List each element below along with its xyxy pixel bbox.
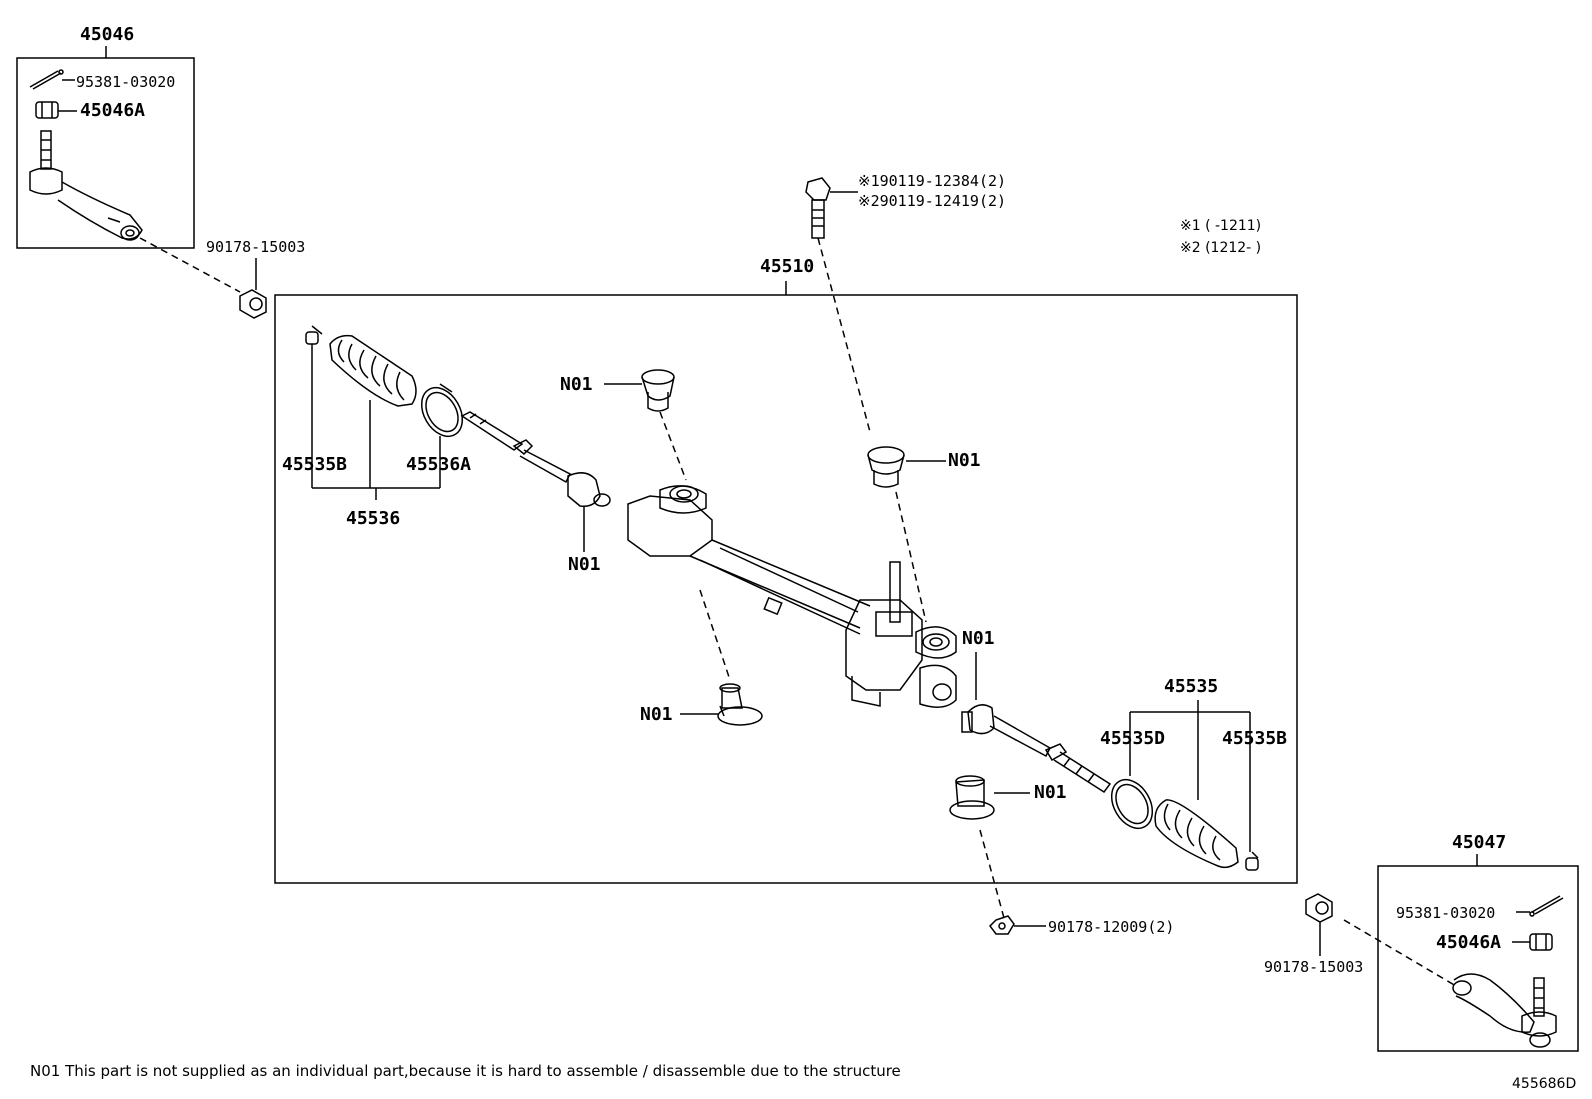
cotter-pin-rh bbox=[1529, 895, 1564, 917]
boot-clamp-right bbox=[1110, 779, 1154, 829]
boot-clip-left bbox=[305, 325, 323, 345]
flange-bolt bbox=[805, 177, 831, 239]
applicability-line-2: ※2 (1212- ) bbox=[1180, 240, 1262, 256]
cotter-pin-lh bbox=[29, 69, 64, 90]
boot-left bbox=[329, 334, 417, 407]
bushing-bottom-right bbox=[949, 775, 995, 820]
label-n01-bottom-right: N01 bbox=[1034, 782, 1067, 803]
label-45510: 45510 bbox=[760, 256, 815, 277]
inner-tie-rod-left bbox=[460, 411, 611, 508]
label-boot-kit-left: 45536 bbox=[346, 508, 401, 529]
label-n01-rod-left: N01 bbox=[568, 554, 601, 575]
applicability-line-1: ※1 ( -1211) bbox=[1180, 218, 1262, 234]
inner-tie-rod-right bbox=[961, 704, 1112, 794]
label-boot-clip-right: 45535B bbox=[1222, 728, 1288, 749]
label-45047: 45047 bbox=[1452, 832, 1507, 853]
boot-clip-right bbox=[1245, 851, 1259, 871]
label-boot-clip-left: 45535B bbox=[282, 454, 348, 475]
label-cotter-pin-lh: 95381-03020 bbox=[76, 73, 176, 91]
label-boot-clamp-left: 45536A bbox=[406, 454, 472, 475]
label-bolt-2: ※290119-12419(2) bbox=[858, 192, 1007, 210]
label-bushing-rh: 90178-15003 bbox=[1264, 958, 1364, 976]
label-45046: 45046 bbox=[80, 24, 135, 45]
label-n01-top-left: N01 bbox=[560, 374, 593, 395]
label-n01-rod-right: N01 bbox=[962, 628, 995, 649]
castle-nut-lh bbox=[35, 101, 59, 119]
boot-clamp-left bbox=[420, 383, 464, 437]
bushing-rh bbox=[1305, 893, 1333, 923]
boot-right bbox=[1154, 799, 1239, 869]
nut-bottom bbox=[989, 915, 1015, 935]
label-boot-clamp-right: 45535D bbox=[1100, 728, 1166, 749]
bushing-bottom-left bbox=[717, 683, 763, 726]
frame-45510 bbox=[274, 294, 1298, 884]
label-boot-kit-right: 45535 bbox=[1164, 676, 1219, 697]
label-n01-top-right: N01 bbox=[948, 450, 981, 471]
gear-housing bbox=[627, 485, 957, 708]
tie-rod-end-rh bbox=[1452, 973, 1557, 1048]
label-cotter-pin-rh: 95381-03020 bbox=[1396, 904, 1496, 922]
label-bolt-1: ※190119-12384(2) bbox=[858, 172, 1007, 190]
label-nut-lh: 45046A bbox=[80, 100, 146, 121]
bushing-top-left bbox=[641, 369, 675, 412]
bushing-top-right bbox=[867, 446, 905, 488]
label-nut-rh: 45046A bbox=[1436, 932, 1502, 953]
frame-45047 bbox=[1377, 865, 1579, 1052]
label-n01-bottom-left: N01 bbox=[640, 704, 673, 725]
label-bushing-lh: 90178-15003 bbox=[206, 238, 306, 256]
diagram-id: 455686D bbox=[1512, 1076, 1577, 1092]
tie-rod-end-lh bbox=[29, 130, 143, 241]
castle-nut-rh bbox=[1529, 933, 1553, 951]
label-nut-bottom: 90178-12009(2) bbox=[1048, 918, 1175, 936]
bushing-lh bbox=[239, 289, 267, 319]
footnote: N01 This part is not supplied as an indi… bbox=[30, 1062, 901, 1080]
